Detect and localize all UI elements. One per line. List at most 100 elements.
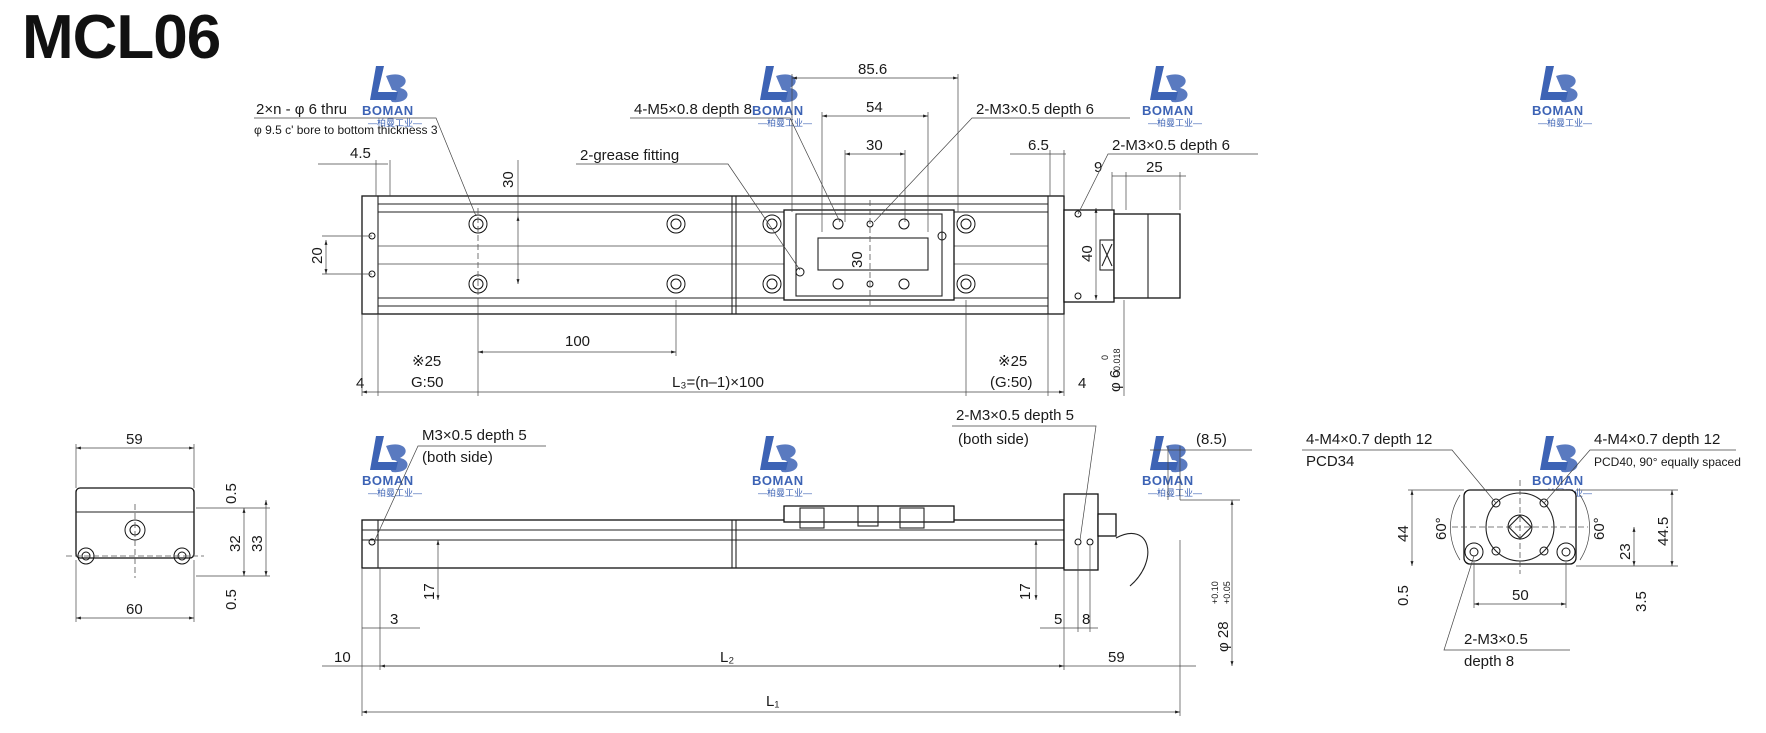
side-tol-up: +0.10: [1210, 581, 1220, 604]
watermark-5: BOMAN—柏曼工业—: [362, 436, 422, 498]
shaft-tol-up: 0: [1100, 355, 1110, 360]
watermark-7: BOMAN—柏曼工业—: [1142, 436, 1202, 498]
watermark-8: BOMAN—柏曼工业—: [1532, 436, 1592, 498]
coupling-side: [1097, 513, 1117, 537]
side-dim-8-5: (8.5): [1196, 431, 1227, 448]
dim-30-c: 30: [849, 251, 866, 268]
flange-label-m3: 2-M3×0.5: [1464, 631, 1528, 648]
side-dim-5: 5: [1054, 611, 1062, 628]
end-dim-32: 32: [227, 535, 244, 552]
dim-25: 25: [1146, 159, 1163, 176]
dim-30-b: 30: [500, 171, 517, 188]
svg-text:—柏曼工业—: —柏曼工业—: [368, 117, 422, 128]
dim-54: 54: [866, 99, 883, 116]
flange-label-pcd34: PCD34: [1306, 453, 1354, 470]
side-label-m3-left: M3×0.5 depth 5: [422, 427, 527, 444]
dim-4-left: 4: [356, 375, 364, 392]
dim-l3: L₃=(n–1)×100: [672, 374, 764, 391]
flange-dim-50: 50: [1512, 587, 1529, 604]
label-m5: 4-M5×0.8 depth 8: [634, 101, 752, 118]
thru-holes: [468, 214, 976, 294]
dim-85-6: 85.6: [858, 61, 887, 78]
side-view: M3×0.5 depth 5 (both side) 2-M3×0.5 dept…: [322, 407, 1252, 716]
pitch-left: ※25: [412, 353, 441, 370]
dim-40: 40: [1079, 245, 1096, 262]
watermark-6: BOMAN—柏曼工业—: [752, 436, 812, 498]
flange-dim-60-b: 60°: [1591, 517, 1608, 540]
motor-block-top: [1063, 209, 1115, 303]
side-dim-10: 10: [334, 649, 351, 666]
side-label-both-left: (both side): [422, 449, 493, 466]
watermark-4: BOMAN—柏曼工业—: [1532, 66, 1592, 128]
top-view: 85.6 54 30 30 30 20 40 4.5 6.5 9 25 100: [254, 61, 1258, 396]
dim-4-5: 4.5: [350, 145, 371, 162]
svg-text:BOMAN: BOMAN: [362, 473, 414, 488]
flange-label-pcd40: PCD40, 90° equally spaced: [1594, 455, 1741, 469]
label-m3-right: 2-M3×0.5 depth 6: [1112, 137, 1230, 154]
watermark-3: BOMAN—柏曼工业—: [1142, 66, 1202, 128]
rail-side: [361, 519, 1065, 569]
svg-text:—柏曼工业—: —柏曼工业—: [1148, 117, 1202, 128]
dim-100: 100: [565, 333, 590, 350]
flange-dim-23: 23: [1617, 543, 1634, 560]
shaft-tol-low: –0.018: [1112, 348, 1122, 376]
side-tol-low: +0.05: [1222, 581, 1232, 604]
end-dim-0-5-b: 0.5: [223, 589, 240, 610]
flange-label-m4-b: 4-M4×0.7 depth 12: [1594, 431, 1720, 448]
motor-top: [1113, 213, 1181, 299]
dim-9: 9: [1094, 159, 1102, 176]
side-dim-3: 3: [390, 611, 398, 628]
flange-dim-0-5: 0.5: [1395, 585, 1412, 606]
svg-text:—柏曼工业—: —柏曼工业—: [368, 487, 422, 498]
svg-text:—柏曼工业—: —柏曼工业—: [758, 117, 812, 128]
svg-text:BOMAN: BOMAN: [1532, 473, 1584, 488]
rail-body-top: [361, 195, 1065, 315]
flange-dim-60-a: 60°: [1433, 517, 1450, 540]
side-dim-l1: L₁: [766, 693, 779, 710]
svg-text:—柏曼工业—: —柏曼工业—: [758, 487, 812, 498]
side-label-both-right: (both side): [958, 431, 1029, 448]
flange-label-m4-a: 4-M4×0.7 depth 12: [1306, 431, 1432, 448]
watermark-1: BOMAN—柏曼工业—: [362, 66, 422, 128]
flange-dim-44-5: 44.5: [1655, 517, 1672, 546]
flange-dim-3-5: 3.5: [1633, 591, 1650, 612]
end-view: 59 60 0.5 32 33 0.5: [66, 431, 270, 622]
side-dim-17-a: 17: [421, 583, 438, 600]
dim-4-right: 4: [1078, 375, 1086, 392]
svg-text:BOMAN: BOMAN: [752, 103, 804, 118]
svg-text:BOMAN: BOMAN: [1532, 103, 1584, 118]
dim-6-5: 6.5: [1028, 137, 1049, 154]
carriage-top: [783, 209, 955, 301]
side-dim-59: 59: [1108, 649, 1125, 666]
label-grease: 2-grease fitting: [580, 147, 679, 164]
svg-text:BOMAN: BOMAN: [752, 473, 804, 488]
side-dim-17-b: 17: [1017, 583, 1034, 600]
end-dim-59: 59: [126, 431, 143, 448]
svg-text:—柏曼工业—: —柏曼工业—: [1148, 487, 1202, 498]
end-dim-0-5-a: 0.5: [223, 483, 240, 504]
label-thru-hole: 2×n - φ 6 thru: [256, 101, 347, 118]
flange-label-depth: depth 8: [1464, 653, 1514, 670]
dim-shaft: φ 6: [1107, 370, 1124, 392]
side-dim-8: 8: [1082, 611, 1090, 628]
svg-text:—柏曼工业—: —柏曼工业—: [1538, 117, 1592, 128]
svg-text:BOMAN: BOMAN: [362, 103, 414, 118]
dim-30-a: 30: [866, 137, 883, 154]
side-dim-phi-28: φ 28: [1215, 621, 1232, 652]
watermark-2: BOMAN—柏曼工业—: [752, 66, 812, 128]
label-m3-top: 2-M3×0.5 depth 6: [976, 101, 1094, 118]
end-dim-33: 33: [249, 535, 266, 552]
flange-view: 4-M4×0.7 depth 12 PCD34 4-M4×0.7 depth 1…: [1302, 431, 1741, 670]
dim-20: 20: [309, 247, 326, 264]
g-right: (G:50): [990, 374, 1033, 391]
drawing-title: MCL06: [22, 3, 221, 72]
end-dim-60: 60: [126, 601, 143, 618]
svg-text:BOMAN: BOMAN: [1142, 103, 1194, 118]
side-dim-l2: L₂: [720, 649, 734, 666]
pitch-right: ※25: [998, 353, 1027, 370]
flange-dim-44: 44: [1395, 525, 1412, 542]
label-cbore: φ 9.5 c' bore to bottom thickness 3: [254, 123, 438, 137]
side-label-m3-right: 2-M3×0.5 depth 5: [956, 407, 1074, 424]
g-left: G:50: [411, 374, 444, 391]
